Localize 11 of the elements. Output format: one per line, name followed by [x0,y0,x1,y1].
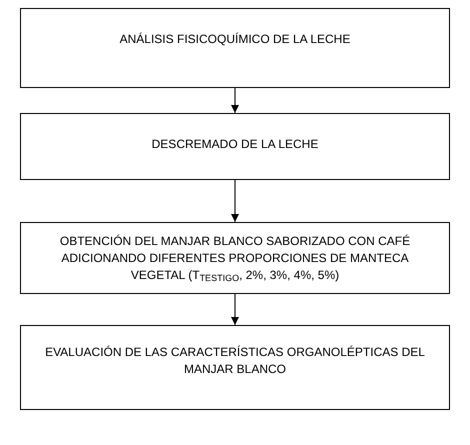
step-text: ANÁLISIS FISICOQUÍMICO DE LA LECHE [120,31,350,48]
arrow [231,180,239,222]
process-box [20,8,450,88]
process-box [20,222,450,294]
process-box [20,325,450,410]
process-box [20,113,450,180]
arrow [231,294,239,326]
step-text: EVALUACIÓN DE LAS CARACTERÍSTICAS ORGANOLÉPTICAS DEL MANJAR BLANCO [44,344,426,378]
arrow [231,88,239,114]
step-text: OBTENCIÓN DEL MANJAR BLANCO SABORIZADO CON CAFÉ ADICIONANDO DIFERENTES PROPORCIONES DE MANTECA VEGETAL (T$_{TESTIGO}$, 2%, 3%, 4%, 5%) [58,233,412,284]
step-text: DESCREMADO DE LA LECHE [152,136,318,153]
